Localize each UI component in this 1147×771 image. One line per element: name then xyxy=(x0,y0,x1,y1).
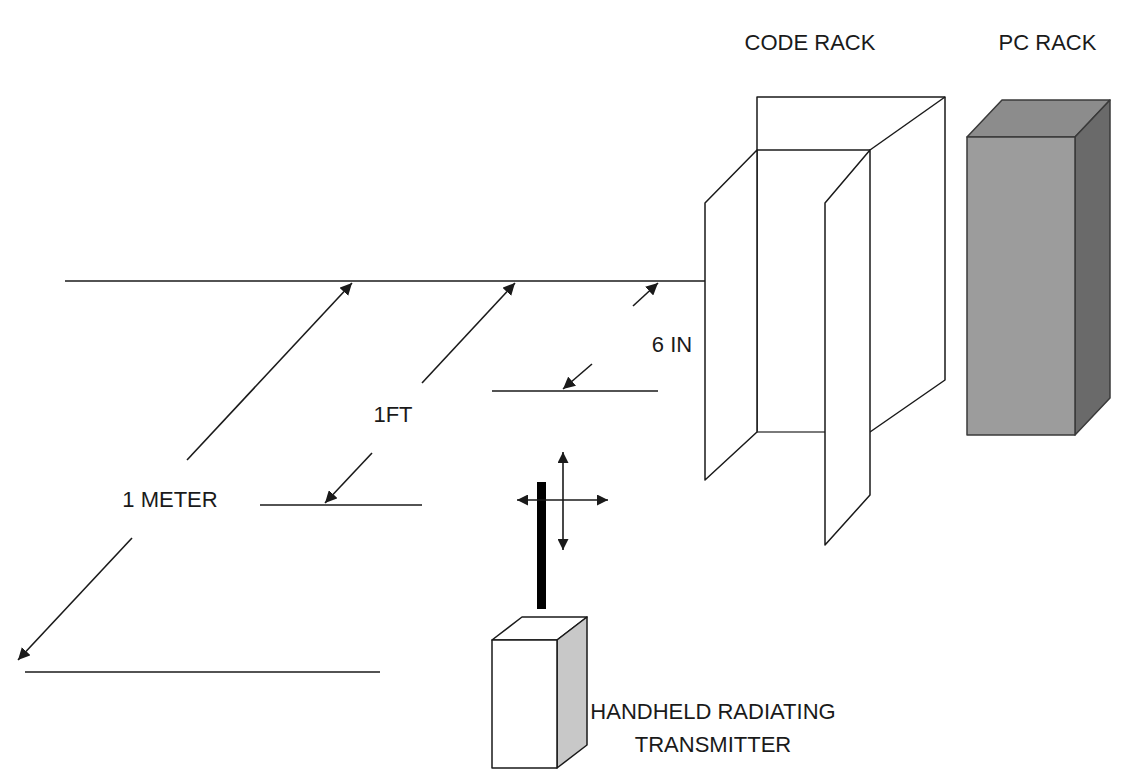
dimension-arrow xyxy=(422,283,515,383)
dimension-arrow xyxy=(563,364,592,389)
node-title: PC RACK xyxy=(955,26,1140,59)
code-rack-drawing xyxy=(695,20,960,555)
rack-face-line xyxy=(65,280,705,282)
six-inch-line xyxy=(492,390,658,392)
dimension-arrow xyxy=(187,283,352,460)
dimension-arrow xyxy=(18,538,132,660)
dimension-label: 1 METER xyxy=(120,487,219,513)
dimension-arrow xyxy=(325,453,372,503)
one-foot-line xyxy=(260,504,422,506)
dimension-arrow xyxy=(633,283,658,306)
reference-lines xyxy=(25,281,705,672)
one-meter-line xyxy=(25,671,380,673)
node-title: CODE RACK xyxy=(695,26,925,59)
handheld-transmitter: HANDHELD RADIATING TRANSMITTER xyxy=(480,440,880,771)
dimension-label: 1FT xyxy=(371,402,414,428)
dimension-label: 6 IN xyxy=(650,332,694,358)
pc-rack: PC RACK xyxy=(955,20,1140,445)
code-rack: CODE RACK xyxy=(695,20,960,555)
pc-rack-drawing xyxy=(955,20,1140,445)
node-title: HANDHELD RADIATING TRANSMITTER xyxy=(558,695,868,761)
dimension-arrows xyxy=(18,283,658,660)
